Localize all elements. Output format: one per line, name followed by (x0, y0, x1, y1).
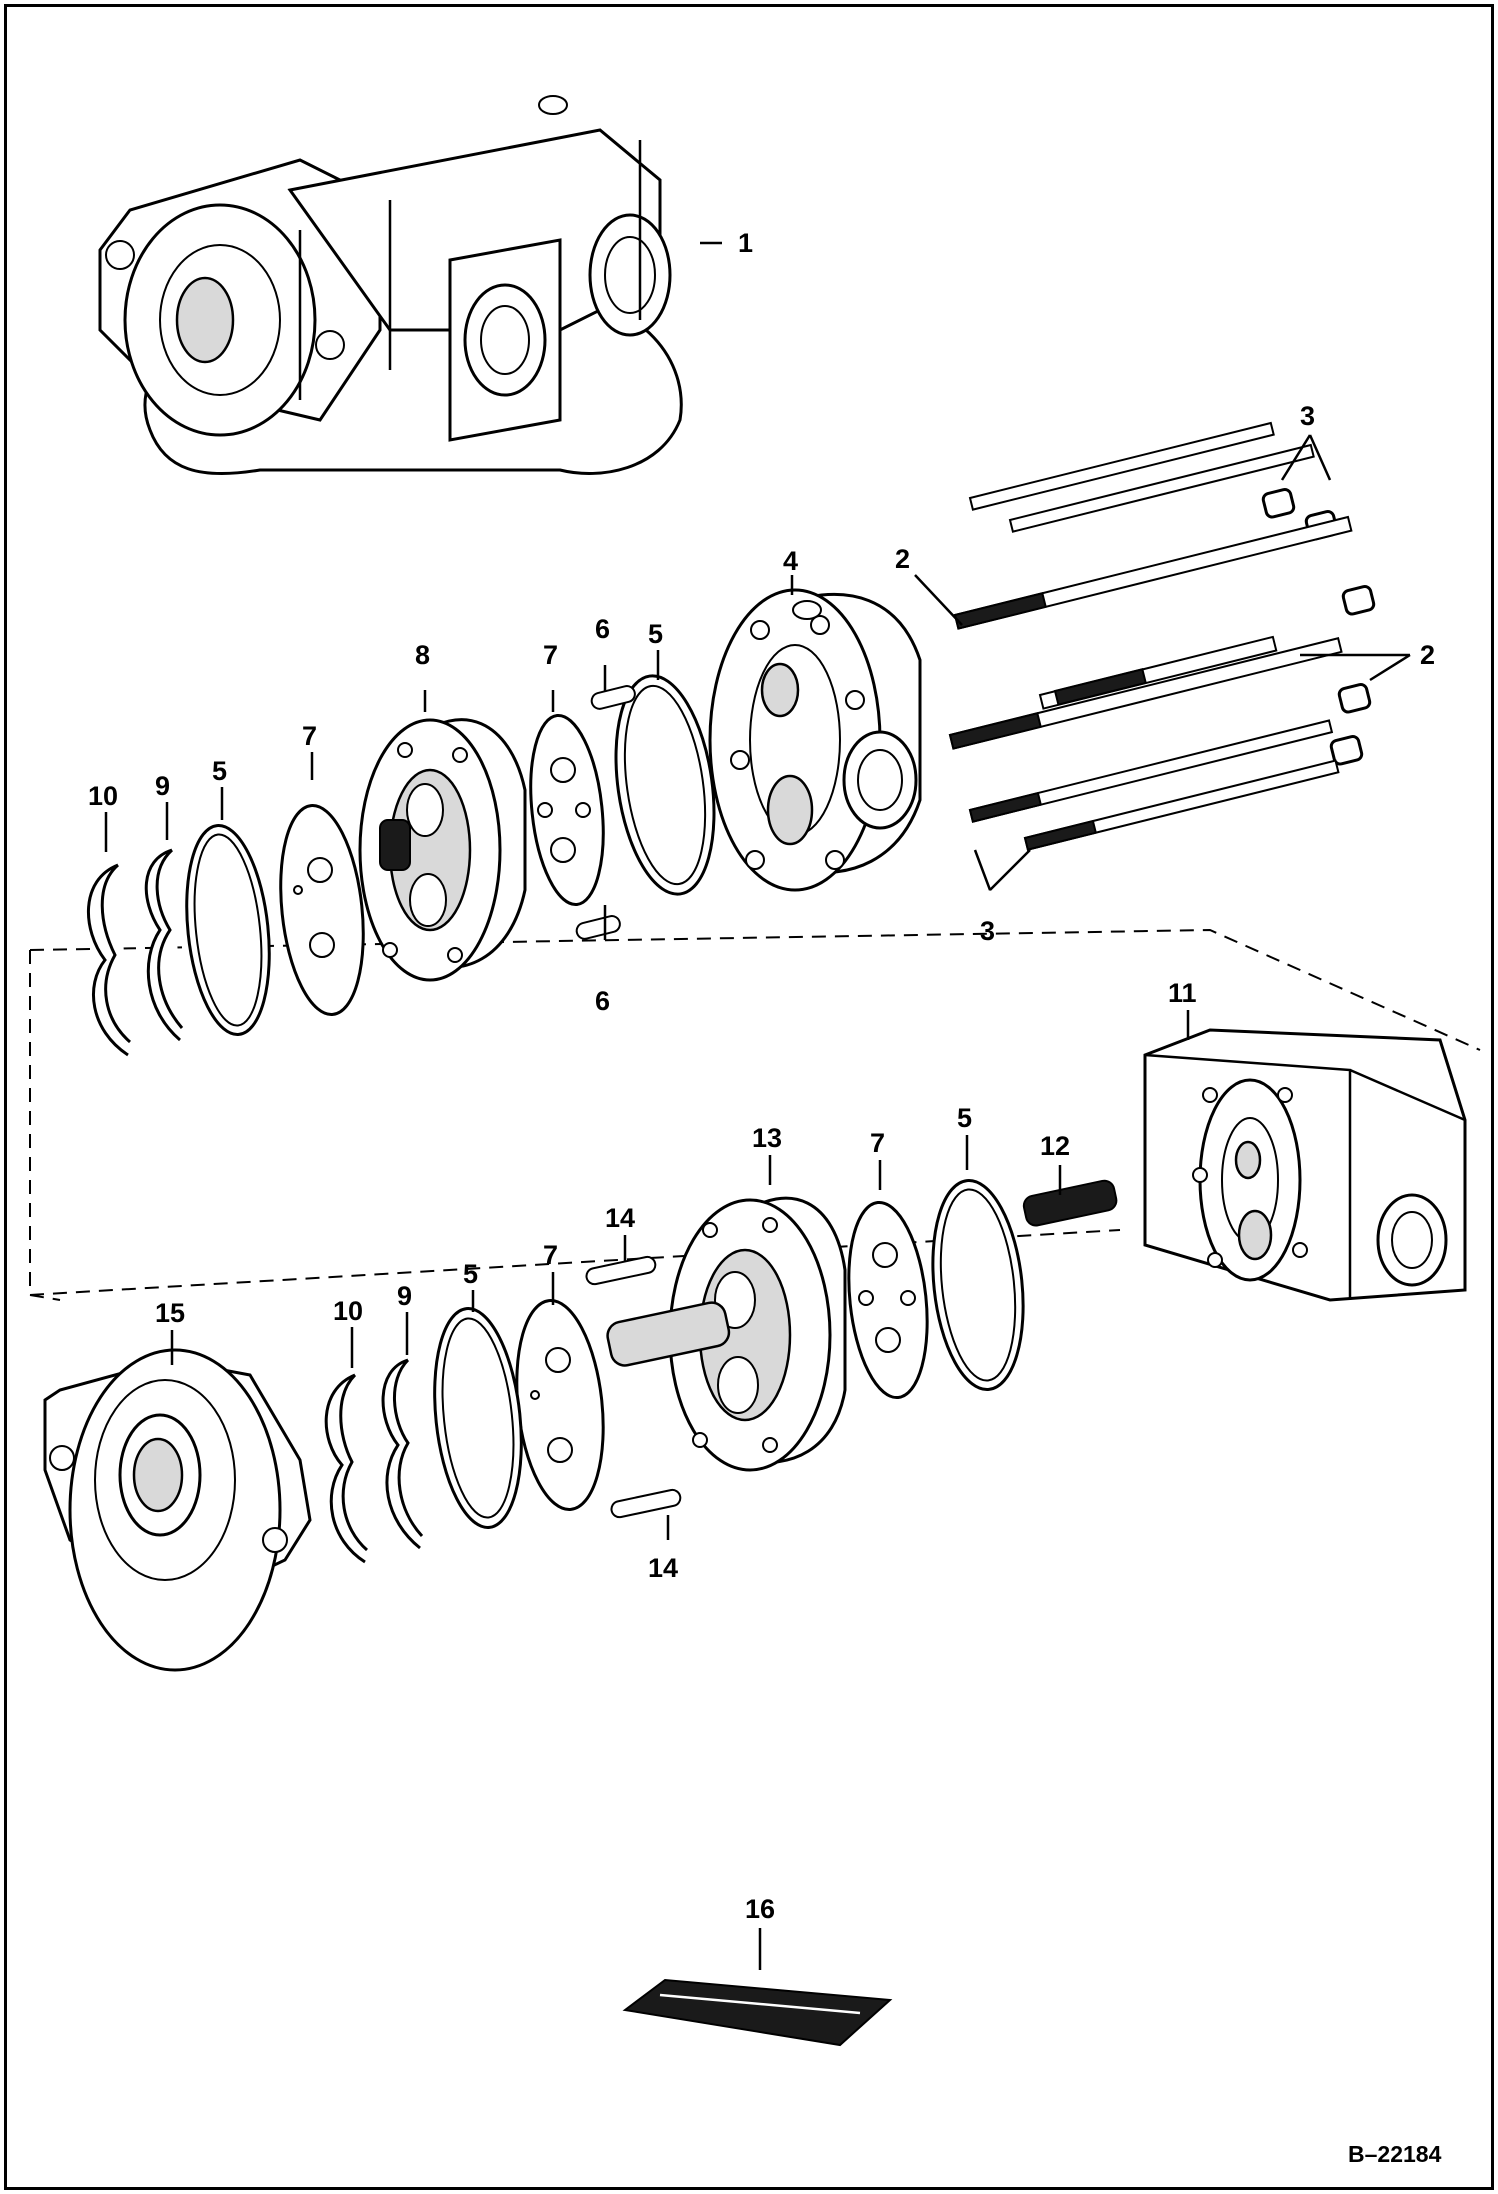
end-cover (43, 1348, 312, 1672)
seal-kit (622, 1978, 893, 2047)
callout-oring-rear-lower: 5 (463, 1259, 478, 1289)
callout-dowel-lower: 6 (595, 986, 610, 1016)
dowel-rear-upper (585, 1255, 657, 1286)
seal-lower (324, 1373, 368, 1564)
thrust-plate-lower-left (515, 1298, 605, 1512)
dowel-lower (575, 915, 621, 940)
callout-oring-rear-body: 5 (957, 1103, 972, 1133)
pump-assembly (98, 95, 683, 476)
callout-pump-assembly: 1 (738, 228, 753, 258)
backup-seal-upper (144, 848, 184, 1042)
callout-seal-upper: 10 (88, 781, 118, 811)
callout-end-cover: 15 (155, 1298, 185, 1328)
callout-gear-housing-front: 8 (415, 640, 430, 670)
callout-capscrew-lower: 3 (980, 916, 995, 946)
callout-plate-lower-right: 7 (870, 1128, 885, 1158)
callout-stud-upper: 2 (895, 544, 910, 574)
thrust-plate-upper-left (279, 803, 365, 1017)
center-body (1143, 1028, 1467, 1302)
thrust-plate-lower-right (847, 1200, 929, 1400)
seal-upper (87, 863, 131, 1057)
dowel-rear-lower (610, 1488, 682, 1519)
callout-dowel-rear-upper: 14 (605, 1203, 635, 1233)
drive-shaft (606, 1301, 731, 1367)
callout-dowel-rear-lower: 14 (648, 1553, 678, 1583)
callout-stud-right: 2 (1420, 640, 1435, 670)
callout-seal-lower: 10 (333, 1296, 363, 1326)
gear-housing-rear (668, 1196, 847, 1472)
callout-plate-lower-left: 7 (543, 1240, 558, 1270)
callout-seal-kit: 16 (745, 1894, 775, 1924)
dowel-upper (590, 685, 636, 710)
callout-gear-housing-rear: 13 (752, 1123, 782, 1153)
studs (948, 515, 1376, 750)
front-body (708, 588, 922, 892)
callout-backup-seal-upper: 9 (155, 771, 170, 801)
callout-front-body: 4 (783, 546, 798, 576)
callout-plate-upper-left: 7 (302, 721, 317, 751)
gear-housing-front (358, 718, 527, 982)
leader-lines (104, 241, 1411, 1970)
callout-coupling-shaft: 12 (1040, 1131, 1070, 1161)
callout-plate-upper-right: 7 (543, 640, 558, 670)
reference-code: B–22184 (1348, 2141, 1442, 2167)
callout-oring-gear-housing: 5 (212, 756, 227, 786)
capscrews-upper (968, 421, 1339, 541)
coupling-shaft (1022, 1179, 1118, 1227)
callout-oring-front-body: 5 (648, 619, 663, 649)
callout-backup-seal-lower: 9 (397, 1281, 412, 1311)
callout-dowel-upper: 6 (595, 614, 610, 644)
callout-capscrew-upper: 3 (1300, 401, 1315, 431)
backup-seal-lower (381, 1358, 424, 1550)
thrust-plate-upper-right (529, 713, 605, 907)
callout-center-body: 11 (1168, 978, 1197, 1008)
capscrews-lower (968, 719, 1364, 851)
